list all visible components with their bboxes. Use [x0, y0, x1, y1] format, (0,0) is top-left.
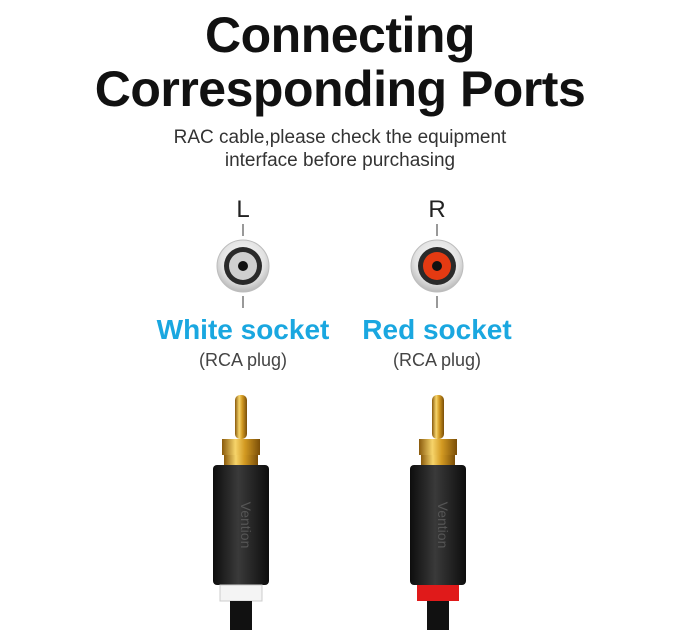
left-channel-letter: L: [236, 196, 250, 223]
white-socket-icon: [133, 236, 353, 296]
subtitle-line-2: interface before purchasing: [224, 150, 456, 171]
divider-tick: [436, 224, 438, 236]
subtitle-line-1: RAC cable,please check the equipment: [173, 127, 507, 148]
divider-tick: [242, 224, 244, 236]
right-channel: R Red socket (RCA plug): [327, 196, 547, 371]
divider-tick: [436, 296, 438, 308]
white-collar: [219, 584, 263, 602]
left-channel: L White socket (RCA plug): [133, 196, 353, 371]
heading-line-1: Connecting: [205, 7, 475, 63]
white-socket-label: White socket: [156, 314, 330, 345]
heading-line-2: Corresponding Ports: [94, 61, 586, 117]
red-socket-plug-type: (RCA plug): [392, 350, 482, 370]
white-rca-plug-image: Vention: [213, 395, 269, 630]
red-socket-label: Red socket: [362, 314, 512, 345]
red-socket-icon: [327, 236, 547, 296]
red-rca-plug-image: Vention: [410, 395, 466, 630]
brand-logo-text: Vention: [435, 502, 451, 549]
white-socket-plug-type: (RCA plug): [198, 350, 288, 370]
right-channel-letter: R: [428, 196, 446, 223]
subtitle: RAC cable,please check the equipment int…: [0, 126, 680, 172]
divider-tick: [242, 296, 244, 308]
red-collar: [417, 585, 459, 601]
brand-logo-text: Vention: [238, 502, 254, 549]
